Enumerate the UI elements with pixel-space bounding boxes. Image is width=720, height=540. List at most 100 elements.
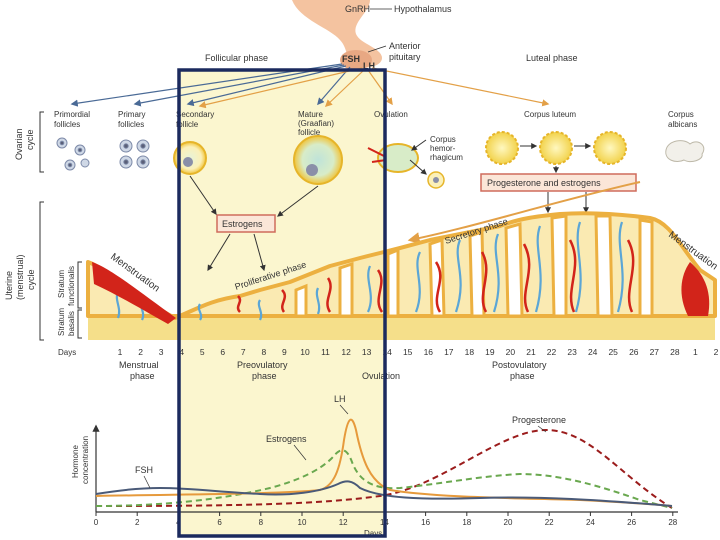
- day-number: 5: [200, 347, 205, 357]
- hormone-tick-label: 22: [545, 518, 554, 527]
- day-number: 13: [362, 347, 372, 357]
- stage-primordial-2: follicles: [54, 120, 80, 129]
- lh-series-label: LH: [334, 394, 346, 404]
- mature-follicle-illustration: [293, 135, 343, 185]
- day-number: 15: [403, 347, 413, 357]
- day-number: 1: [118, 347, 123, 357]
- arteries-red: [236, 239, 635, 313]
- day-number: 2: [714, 347, 719, 357]
- day-number: 4: [179, 347, 184, 357]
- uterine-cycle-label-2: (menstrual): [15, 254, 25, 300]
- day-number: 2: [138, 347, 143, 357]
- estrogens-series-label: Estrogens: [266, 434, 307, 444]
- menstrual-bleeding-right: [681, 262, 710, 316]
- lh-arrows: [198, 67, 550, 109]
- estrogens-box-label: Estrogens: [222, 219, 263, 229]
- hormone-tick-label: 16: [421, 518, 430, 527]
- days-row-label: Days: [58, 348, 76, 357]
- fsh-curve: [95, 480, 673, 507]
- corpus-luteum-illustration: [485, 131, 627, 165]
- stage-ovulation: Ovulation: [374, 110, 408, 119]
- primary-follicles-illustration: [119, 139, 150, 169]
- day-number: 22: [547, 347, 557, 357]
- stage-corpus-albicans-1: Corpus: [668, 110, 694, 119]
- menstrual-phase-1: Menstrual: [119, 360, 159, 370]
- anterior-pituitary-label-2: pituitary: [389, 52, 421, 62]
- hormone-tick-label: 12: [339, 518, 348, 527]
- day-number: 25: [608, 347, 618, 357]
- stage-corpus-albicans-2: albicans: [668, 120, 697, 129]
- day-number: 6: [220, 347, 225, 357]
- hemorrhagicum-1: Corpus: [430, 135, 456, 144]
- stage-secondary-2: follicle: [176, 120, 199, 129]
- day-number: 26: [629, 347, 639, 357]
- menstrual-phase-2: phase: [130, 371, 155, 381]
- hemorrhagicum-3: rhagicum: [430, 153, 463, 162]
- basalis-label-1: Stratum: [57, 308, 66, 336]
- day-number: 10: [300, 347, 310, 357]
- fsh-label: FSH: [342, 54, 360, 64]
- hormone-tick-label: 0: [94, 518, 99, 527]
- day-number: 7: [241, 347, 246, 357]
- day-number: 27: [650, 347, 660, 357]
- hormone-tick-label: 18: [462, 518, 471, 527]
- stage-mature-3: follicle: [298, 128, 321, 137]
- postovulatory-phase-1: Postovulatory: [492, 360, 547, 370]
- progesterone-series-label: Progesterone: [512, 415, 566, 425]
- day-number: 16: [424, 347, 434, 357]
- hormone-xlabel: Days: [364, 529, 382, 538]
- hormone-ylabel-1: Hormone: [71, 445, 80, 478]
- day-number: 1: [693, 347, 698, 357]
- stage-secondary-1: Secondary: [176, 110, 214, 119]
- progesterone-curve: [95, 428, 673, 509]
- highlight-frame: [177, 68, 387, 538]
- corpus-albicans-illustration: [665, 140, 705, 163]
- hormone-tick-label: 8: [259, 518, 264, 527]
- day-number: 23: [567, 347, 577, 357]
- day-number: 8: [262, 347, 267, 357]
- day-number: 12: [341, 347, 351, 357]
- hormone-tick-label: 6: [217, 518, 222, 527]
- follicular-phase-label: Follicular phase: [205, 53, 268, 63]
- day-number: 9: [282, 347, 287, 357]
- ovarian-cycle-label-2: cycle: [25, 129, 35, 150]
- ovarian-cycle-label-1: Ovarian: [14, 128, 24, 160]
- pituitary-illustration: [292, 0, 382, 70]
- gnrh-label: GnRH: [345, 4, 370, 14]
- preovulatory-phase-2: phase: [252, 371, 277, 381]
- hormone-tick-label: 2: [135, 518, 140, 527]
- lh-label: LH: [363, 61, 375, 71]
- luteal-phase-label: Luteal phase: [526, 53, 578, 63]
- hormone-ylabel-2: concentration: [81, 436, 90, 484]
- anterior-pituitary-label-1: Anterior: [389, 41, 421, 51]
- preovulatory-phase-1: Preovulatory: [237, 360, 288, 370]
- prog-est-box-label: Progesterone and estrogens: [487, 178, 601, 188]
- stage-mature-2: (Graafian): [298, 119, 334, 128]
- functionalis-label-2: functionalis: [67, 266, 76, 306]
- hormone-tick-label: 24: [586, 518, 595, 527]
- postovulatory-phase-2: phase: [510, 371, 535, 381]
- primordial-follicles-illustration: [56, 137, 90, 171]
- uterine-cycle-label-1: Uterine: [4, 271, 14, 300]
- day-number: 28: [670, 347, 680, 357]
- gland-crypts: [294, 214, 654, 318]
- stage-mature-1: Mature: [298, 110, 323, 119]
- day-number: 24: [588, 347, 598, 357]
- day-number: 17: [444, 347, 454, 357]
- hemorrhagicum-2: hemor-: [430, 144, 456, 153]
- hormone-tick-label: 10: [298, 518, 307, 527]
- hormone-tick-label: 26: [627, 518, 636, 527]
- estrogens-box: [216, 214, 276, 233]
- fsh-series-label: FSH: [135, 465, 153, 475]
- secondary-follicle-illustration: [173, 141, 207, 175]
- day-number: 3: [159, 347, 164, 357]
- uterine-cycle-label-3: cycle: [26, 269, 36, 290]
- day-number: 21: [526, 347, 536, 357]
- day-number: 18: [465, 347, 475, 357]
- secretory-arrow: [407, 181, 641, 244]
- ovulation-illustration: [367, 143, 445, 189]
- functionalis-label-1: Stratum: [57, 270, 66, 298]
